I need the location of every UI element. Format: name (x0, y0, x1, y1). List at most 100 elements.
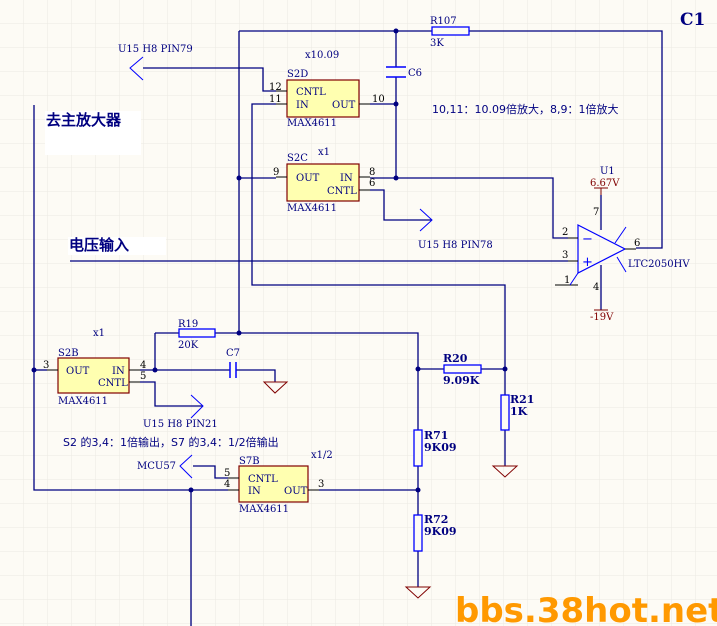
gain-note-top: 10,11：10.09倍放大，8,9：1倍放大 (432, 102, 618, 116)
svg-text:S2C: S2C (287, 153, 308, 164)
port-arrow-icon (190, 394, 204, 419)
capacitor-c6: C6 (386, 66, 422, 79)
port-mcu57[interactable]: MCU57 (137, 454, 193, 479)
svg-text:MAX4611: MAX4611 (58, 396, 108, 407)
svg-text:3K: 3K (430, 38, 444, 49)
svg-text:9K09: 9K09 (424, 441, 457, 454)
svg-text:MAX4611: MAX4611 (287, 118, 337, 129)
resistor-r72: R72 9K09 (413, 513, 457, 552)
port-pin21[interactable]: U15 H8 PIN21 (143, 394, 218, 430)
svg-text:LTC2050HV: LTC2050HV (628, 259, 690, 270)
resistor-r71: R71 9K09 (413, 429, 457, 467)
to-main-amp-label: 去主放大器 (46, 111, 122, 129)
svg-text:−: − (582, 232, 593, 247)
svg-text:U15 H8 PIN78: U15 H8 PIN78 (418, 240, 493, 251)
svg-text:x10.09: x10.09 (305, 50, 339, 61)
resistor-r19: R19 20K (178, 319, 216, 351)
svg-text:x1/2: x1/2 (311, 450, 333, 461)
svg-text:R19: R19 (178, 319, 198, 330)
svg-text:6.67V: 6.67V (590, 178, 620, 189)
ground-icon (262, 381, 289, 394)
port-arrow-icon (419, 208, 433, 232)
svg-text:OUT: OUT (332, 100, 356, 111)
svg-text:11: 11 (269, 94, 282, 105)
sheet-title: C1 (680, 10, 705, 30)
port-arrow-icon (129, 56, 144, 81)
svg-text:OUT: OUT (296, 173, 320, 184)
svg-text:CNTL: CNTL (248, 474, 278, 485)
svg-text:MAX4611: MAX4611 (287, 203, 337, 214)
svg-text:20K: 20K (178, 340, 199, 351)
svg-text:10: 10 (372, 94, 385, 105)
switch-s7b: x1/2 S7B CNTL IN OUT 5 4 3 MAX4611 (224, 450, 333, 515)
svg-text:4: 4 (140, 360, 146, 371)
svg-text:MCU57: MCU57 (137, 461, 176, 472)
svg-text:IN: IN (296, 100, 309, 111)
svg-text:S2B: S2B (58, 348, 79, 359)
svg-text:R21: R21 (510, 393, 534, 406)
ground-icon (404, 586, 432, 599)
svg-text:+: + (582, 255, 593, 270)
opamp-u1: U1 6.67V -19V − + 2 3 1 6 7 4 LTC2050HV (562, 166, 690, 323)
svg-text:U1: U1 (600, 166, 615, 177)
junctions (31, 28, 508, 493)
svg-text:C7: C7 (226, 348, 240, 359)
svg-text:1: 1 (564, 275, 570, 286)
svg-text:CNTL: CNTL (296, 87, 326, 98)
port-arrow-icon (179, 454, 193, 479)
svg-text:OUT: OUT (284, 486, 308, 497)
svg-text:-19V: -19V (590, 312, 614, 323)
svg-text:3: 3 (562, 250, 568, 261)
svg-text:CNTL: CNTL (327, 186, 357, 197)
svg-text:3: 3 (43, 360, 49, 371)
port-pin78[interactable]: U15 H8 PIN78 (418, 208, 493, 251)
switch-s2d: x10.09 S2D CNTL IN OUT 12 11 10 MAX4611 (269, 50, 385, 129)
svg-text:R20: R20 (443, 352, 468, 365)
resistor-r20: R20 9.09K (443, 352, 482, 387)
svg-text:OUT: OUT (66, 366, 90, 377)
voltage-input-label: 电压输入 (69, 236, 129, 254)
port-pin79[interactable]: U15 H8 PIN79 (118, 44, 193, 81)
svg-text:9K09: 9K09 (424, 525, 457, 538)
svg-text:4: 4 (593, 282, 599, 293)
resistor-r107: R107 3K (430, 16, 470, 49)
svg-text:R107: R107 (430, 16, 457, 27)
svg-text:CNTL: CNTL (98, 378, 128, 389)
switch-s2c: x1 S2C OUT IN CNTL 9 8 6 MAX4611 (273, 147, 375, 214)
svg-text:9.09K: 9.09K (443, 374, 480, 387)
watermark: bbs.38hot.net (455, 591, 717, 626)
svg-text:8: 8 (369, 167, 375, 178)
svg-text:4: 4 (224, 479, 230, 490)
resistor-r21: R21 1K (500, 393, 534, 431)
svg-text:S2D: S2D (287, 69, 308, 80)
svg-text:9: 9 (273, 167, 279, 178)
svg-text:IN: IN (248, 486, 261, 497)
svg-text:5: 5 (140, 371, 146, 382)
ground-icon (491, 465, 519, 478)
svg-text:U15 H8 PIN79: U15 H8 PIN79 (118, 44, 193, 55)
svg-text:IN: IN (112, 366, 125, 377)
svg-text:MAX4611: MAX4611 (239, 504, 289, 515)
capacitor-c7: C7 (226, 348, 240, 378)
svg-text:IN: IN (340, 173, 353, 184)
svg-text:S7B: S7B (239, 456, 260, 467)
wires (33, 30, 663, 626)
svg-text:R71: R71 (424, 429, 448, 442)
svg-text:6: 6 (634, 238, 640, 249)
svg-text:C6: C6 (408, 68, 422, 79)
svg-text:U15 H8 PIN21: U15 H8 PIN21 (143, 419, 218, 430)
label-bg (68, 237, 166, 255)
svg-text:12: 12 (269, 82, 282, 93)
label-bg (45, 111, 141, 155)
switch-s2b: x1 S2B OUT IN CNTL 3 4 5 MAX4611 (43, 328, 146, 407)
svg-text:2: 2 (562, 227, 568, 238)
svg-text:5: 5 (224, 468, 230, 479)
svg-text:6: 6 (369, 178, 375, 189)
gain-note-bottom: S2 的3,4：1倍输出，S7 的3,4：1/2倍输出 (63, 435, 279, 449)
svg-text:x1: x1 (318, 147, 330, 158)
svg-text:R72: R72 (424, 513, 448, 526)
svg-text:1K: 1K (510, 405, 528, 418)
svg-text:x1: x1 (93, 328, 105, 339)
